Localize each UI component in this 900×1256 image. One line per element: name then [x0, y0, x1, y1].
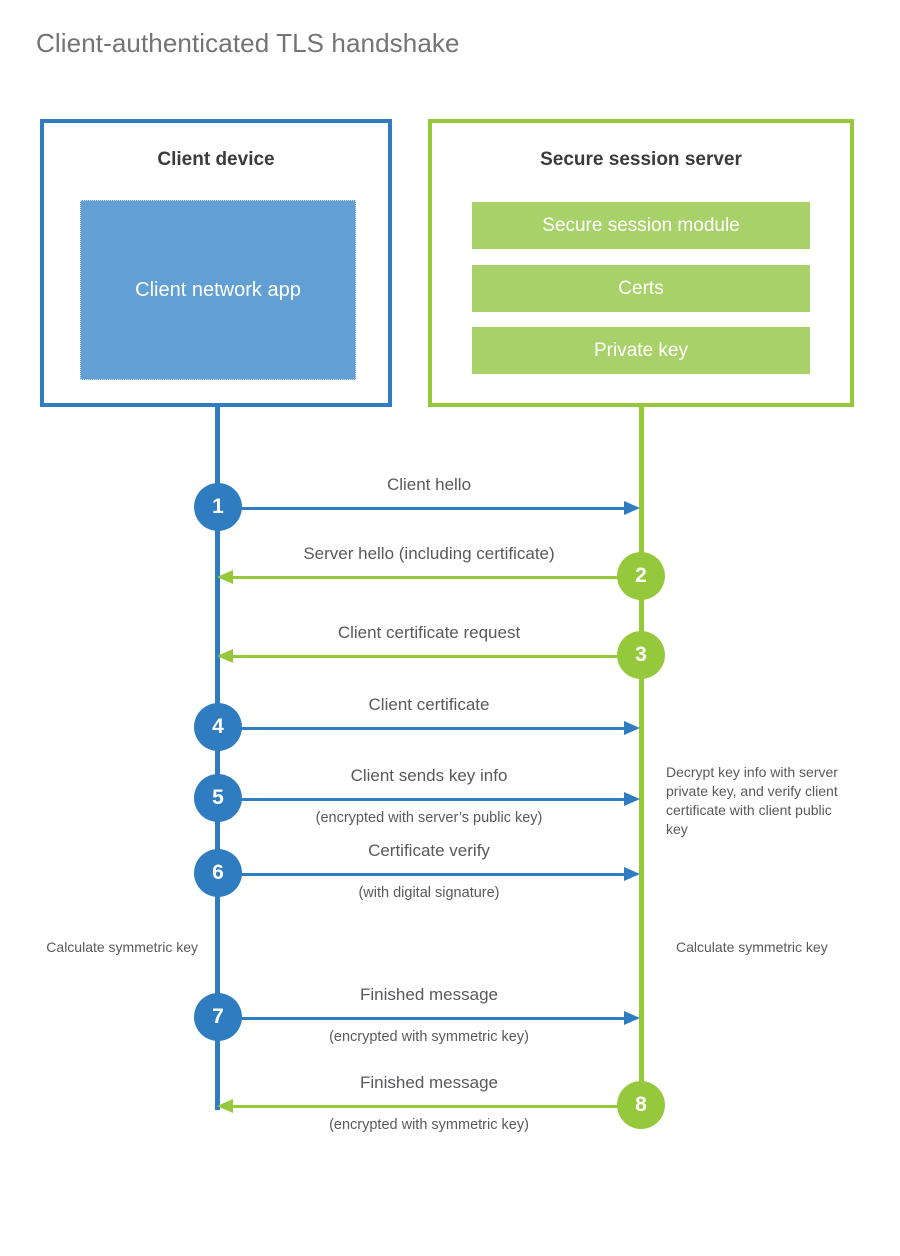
arrow-right-icon	[624, 721, 640, 735]
note-server-calculate-symmetric-key: Calculate symmetric key	[676, 939, 828, 955]
step-number: 3	[635, 643, 647, 666]
arrow-right-icon	[624, 501, 640, 515]
step-badge-8: 8	[617, 1081, 665, 1129]
step-badge-5: 5	[194, 774, 242, 822]
step-number: 2	[635, 564, 647, 587]
step-number: 4	[212, 715, 224, 738]
arrow-left-icon	[217, 570, 233, 584]
arrow-right-icon	[624, 1011, 640, 1025]
message-arrow-line	[217, 1017, 628, 1020]
client-lifeline	[215, 403, 220, 1110]
server-module-label: Private key	[594, 339, 688, 361]
client-device-box: Client device Client network app	[40, 119, 392, 407]
message-label: Certificate verify	[368, 841, 490, 860]
message-arrow-line	[230, 576, 641, 579]
note-server-decrypt: Decrypt key info with server private key…	[666, 764, 838, 837]
client-network-app-label: Client network app	[135, 278, 301, 301]
arrow-left-icon	[217, 649, 233, 663]
message-label: Server hello (including certificate)	[303, 544, 555, 563]
client-network-app-block: Client network app	[80, 200, 356, 380]
secure-session-server-box: Secure session server Secure session mod…	[428, 119, 854, 407]
message-label: Client sends key info	[350, 766, 508, 785]
message-label: Finished message	[360, 1073, 498, 1092]
step-number: 1	[212, 495, 224, 518]
server-module-label: Certs	[618, 277, 664, 299]
server-module-certs: Certs	[472, 265, 810, 312]
step-badge-6: 6	[194, 849, 242, 897]
secure-session-server-title: Secure session server	[540, 149, 742, 170]
step-number: 8	[635, 1093, 647, 1116]
server-module-private-key: Private key	[472, 327, 810, 374]
server-module-label: Secure session module	[542, 214, 740, 236]
step-badge-7: 7	[194, 993, 242, 1041]
message-sublabel: (with digital signature)	[358, 885, 500, 901]
message-sublabel: (encrypted with server’s public key)	[315, 810, 543, 826]
note-client-calculate-symmetric-key: Calculate symmetric key	[46, 939, 198, 955]
arrow-left-icon	[217, 1099, 233, 1113]
step-badge-1: 1	[194, 483, 242, 531]
message-arrow-line	[217, 873, 628, 876]
message-label: Client certificate request	[337, 623, 521, 642]
step-number: 5	[212, 786, 224, 809]
message-arrow-line	[217, 507, 628, 510]
message-sublabel: (encrypted with symmetric key)	[329, 1117, 529, 1133]
message-label: Finished message	[360, 985, 498, 1004]
message-arrow-line	[217, 798, 628, 801]
message-arrow-line	[230, 1105, 641, 1108]
message-arrow-line	[217, 727, 628, 730]
arrow-right-icon	[624, 792, 640, 806]
step-badge-4: 4	[194, 703, 242, 751]
message-label: Client hello	[386, 475, 472, 494]
step-number: 6	[212, 861, 224, 884]
client-device-title: Client device	[157, 149, 275, 170]
server-lifeline	[639, 403, 644, 1105]
message-label: Client certificate	[368, 695, 490, 714]
page-title: Client-authenticated TLS handshake	[36, 28, 460, 58]
step-number: 7	[212, 1005, 224, 1028]
message-arrow-line	[230, 655, 641, 658]
server-module-secure-session-module: Secure session module	[472, 202, 810, 249]
step-badge-3: 3	[617, 631, 665, 679]
message-sublabel: (encrypted with symmetric key)	[329, 1029, 529, 1045]
step-badge-2: 2	[617, 552, 665, 600]
arrow-right-icon	[624, 867, 640, 881]
